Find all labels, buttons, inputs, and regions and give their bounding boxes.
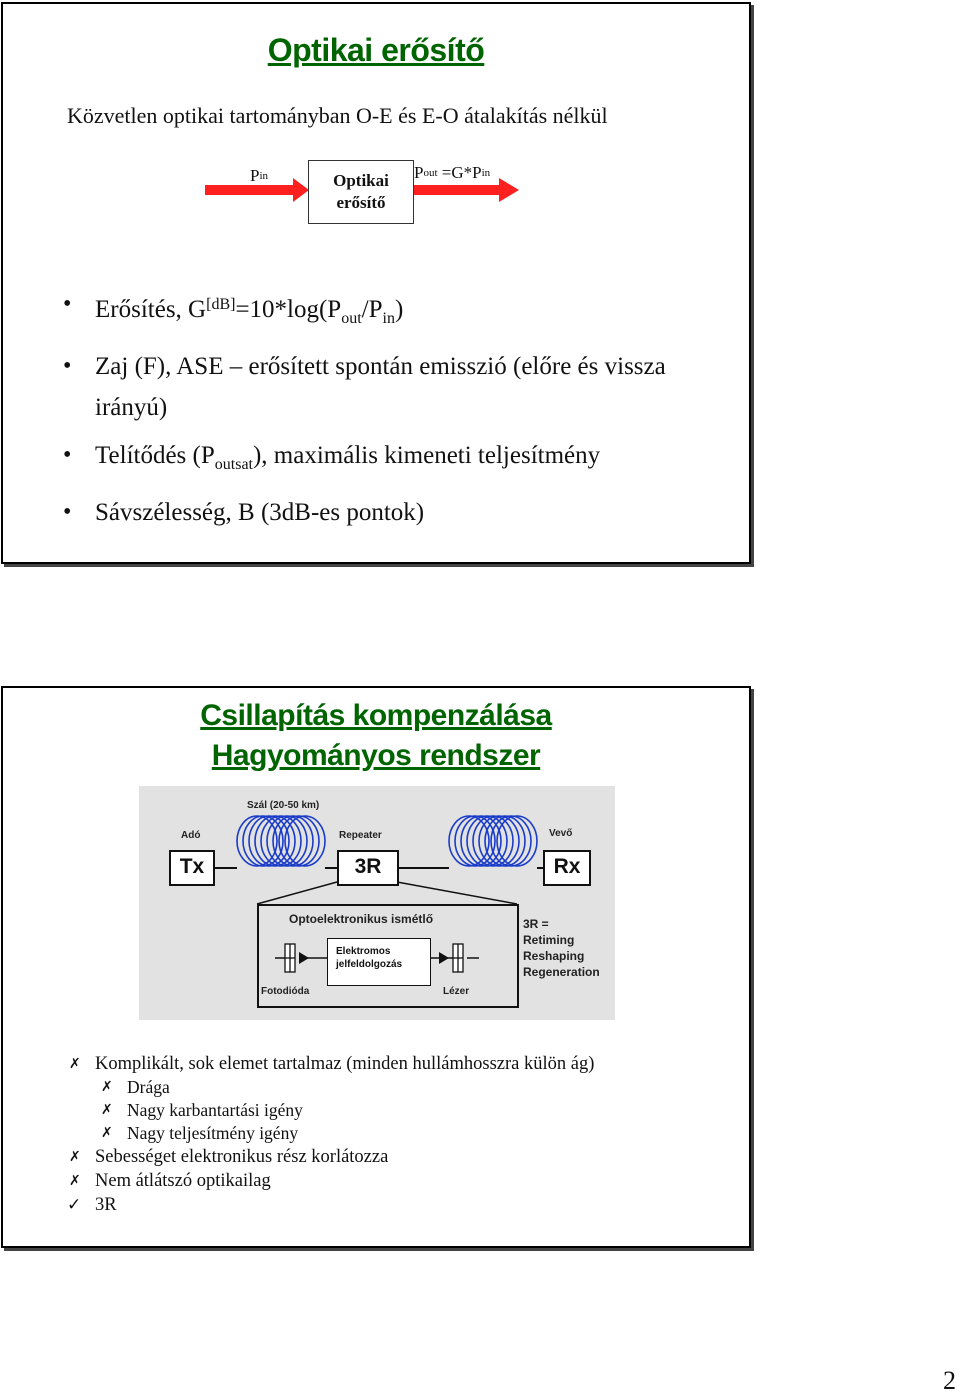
electrical-processing-line2: jelfeldolgozás — [336, 959, 403, 970]
amplifier-box-line2: erősítő — [336, 193, 386, 212]
laser-label: Lézer — [443, 986, 470, 997]
zoom-lines — [256, 881, 518, 905]
cross-icon: ✗ — [69, 1056, 81, 1072]
slide-title-line1: Csillapítás kompenzálása — [200, 699, 552, 732]
bullet-gain: Erősítés, G[dB]=10*log(Pout/Pin) — [63, 284, 703, 339]
3r-def-retiming: Retiming — [523, 933, 575, 947]
output-arrow — [413, 178, 519, 202]
repeater-3r-box: 3R — [337, 850, 399, 886]
list-item: ✗Nagy karbantartási igény — [101, 1100, 303, 1120]
list-item: ✗Sebességet elektronikus rész korlátozza — [69, 1147, 389, 1167]
amplifier-arrows — [205, 178, 519, 202]
rx-box: Rx — [543, 850, 591, 886]
photodiode-icon — [284, 943, 296, 973]
repeater-label: Repeater — [339, 830, 382, 841]
list-item: ✗Komplikált, sok elemet tartalmaz (minde… — [69, 1054, 595, 1074]
slide-subtitle: Közvetlen optikai tartományban O-E és E-… — [67, 103, 608, 128]
3r-def-regeneration: Regeneration — [523, 965, 600, 979]
transmitter-label: Adó — [181, 830, 201, 841]
bullet-list: Erősítés, G[dB]=10*log(Pout/Pin) Zaj (F)… — [63, 284, 703, 540]
repeater-figure-graphics — [209, 815, 543, 973]
electrical-processing-line1: Elektromos — [336, 946, 391, 957]
input-arrow — [205, 178, 309, 202]
3r-def-heading: 3R = — [523, 917, 549, 931]
photodiode-label: Fotodióda — [261, 986, 310, 997]
slide-optikai-erosito: Optikai erősítő Közvetlen optikai tartom… — [1, 2, 751, 564]
optoelectronic-repeater-box — [257, 904, 519, 1008]
list-item: ✗Drága — [101, 1077, 170, 1097]
list-item: ✗Nem átlátszó optikailag — [69, 1171, 271, 1191]
amplifier-left-icon — [299, 952, 309, 964]
amplifier-box: Optikai erősítő — [308, 160, 414, 224]
amplifier-box-line1: Optikai — [333, 171, 389, 190]
cross-icon: ✗ — [69, 1173, 81, 1189]
repeater-figure: Szál (20-50 km) Adó Repeater Vevő Tx 3R … — [139, 786, 615, 1020]
tx-box: Tx — [169, 850, 215, 886]
cross-icon: ✗ — [69, 1149, 81, 1165]
list-item: ✓3R — [67, 1195, 117, 1215]
cross-icon: ✗ — [101, 1125, 113, 1141]
laser-icon — [452, 943, 464, 973]
3r-def-reshaping: Reshaping — [523, 949, 585, 963]
fiber-coil-right-icon — [448, 815, 538, 867]
amplifier-right-icon — [439, 952, 449, 964]
pout-label: Pout =G*Pin — [414, 163, 491, 182]
bullet-bandwidth: Sávszélesség, B (3dB-es pontok) — [63, 492, 703, 533]
pin-label: Pin — [250, 166, 269, 185]
bullet-noise: Zaj (F), ASE – erősített spontán emisszi… — [63, 346, 703, 428]
drawbacks-list: ✗Komplikált, sok elemet tartalmaz (minde… — [65, 1052, 745, 1217]
cross-icon: ✗ — [101, 1102, 113, 1118]
slide-title-line2: Hagyományos rendszer — [211, 739, 541, 772]
electrical-processing-box: Elektromos jelfeldolgozás — [327, 938, 431, 986]
fiber-label: Szál (20-50 km) — [247, 800, 320, 811]
slide-title: Csillapítás kompenzálása Hagyományos ren… — [3, 696, 749, 776]
3r-definition: 3R = Retiming Reshaping Regeneration — [523, 916, 600, 980]
receiver-label: Vevő — [549, 828, 573, 839]
list-item: ✗Nagy teljesítmény igény — [101, 1123, 299, 1143]
bullet-saturation: Telítődés (Poutsat), maximális kimeneti … — [63, 435, 703, 485]
check-icon: ✓ — [67, 1195, 82, 1215]
cross-icon: ✗ — [101, 1079, 113, 1095]
slide-csillapitas: Csillapítás kompenzálása Hagyományos ren… — [1, 686, 751, 1248]
fiber-coil-left-icon — [236, 815, 326, 867]
slide-title: Optikai erősítő — [267, 32, 485, 68]
optoelectronic-title: Optoelektronikus ismétlő — [289, 912, 434, 926]
page-number: 2 — [943, 1366, 956, 1395]
